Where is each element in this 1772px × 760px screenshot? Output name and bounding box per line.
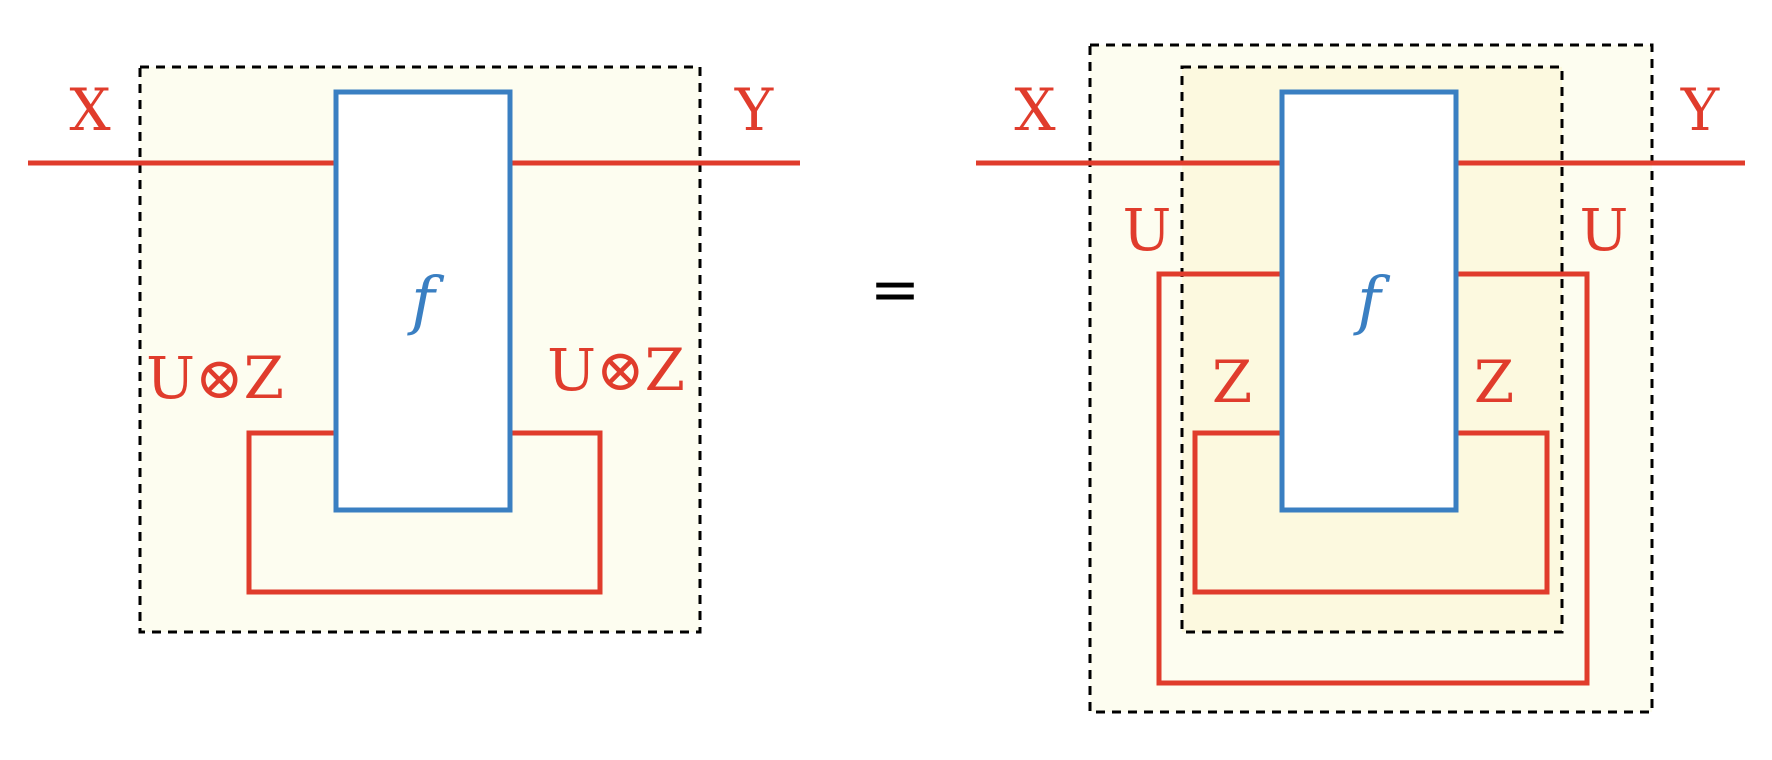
left-x-label: X: [69, 76, 111, 144]
right-y-label: Y: [1680, 76, 1720, 144]
left-f-box: [333, 89, 513, 513]
right-inner-loop-z: [1192, 430, 1550, 595]
right-inner-loop-left-label: Z: [1212, 348, 1252, 416]
right-outer-loop-u: [1156, 271, 1590, 686]
right-x-label: X: [1014, 76, 1056, 144]
right-outer-loop-left-label: U: [1123, 196, 1172, 264]
left-diagram: f X Y U⊗Z U⊗Z: [28, 65, 800, 634]
left-feedback-loop: [246, 430, 603, 595]
right-inner-loop-right-label: Z: [1474, 348, 1514, 416]
right-outer-loop-right-label: U: [1580, 196, 1629, 264]
right-f-box: [1279, 89, 1459, 513]
left-loop-left-label: U⊗Z: [146, 344, 284, 412]
left-y-label: Y: [734, 76, 774, 144]
left-loop-right-label: U⊗Z: [547, 336, 685, 404]
equals-sign: =: [870, 255, 920, 325]
right-diagram: f X Y U U Z Z: [976, 43, 1745, 714]
